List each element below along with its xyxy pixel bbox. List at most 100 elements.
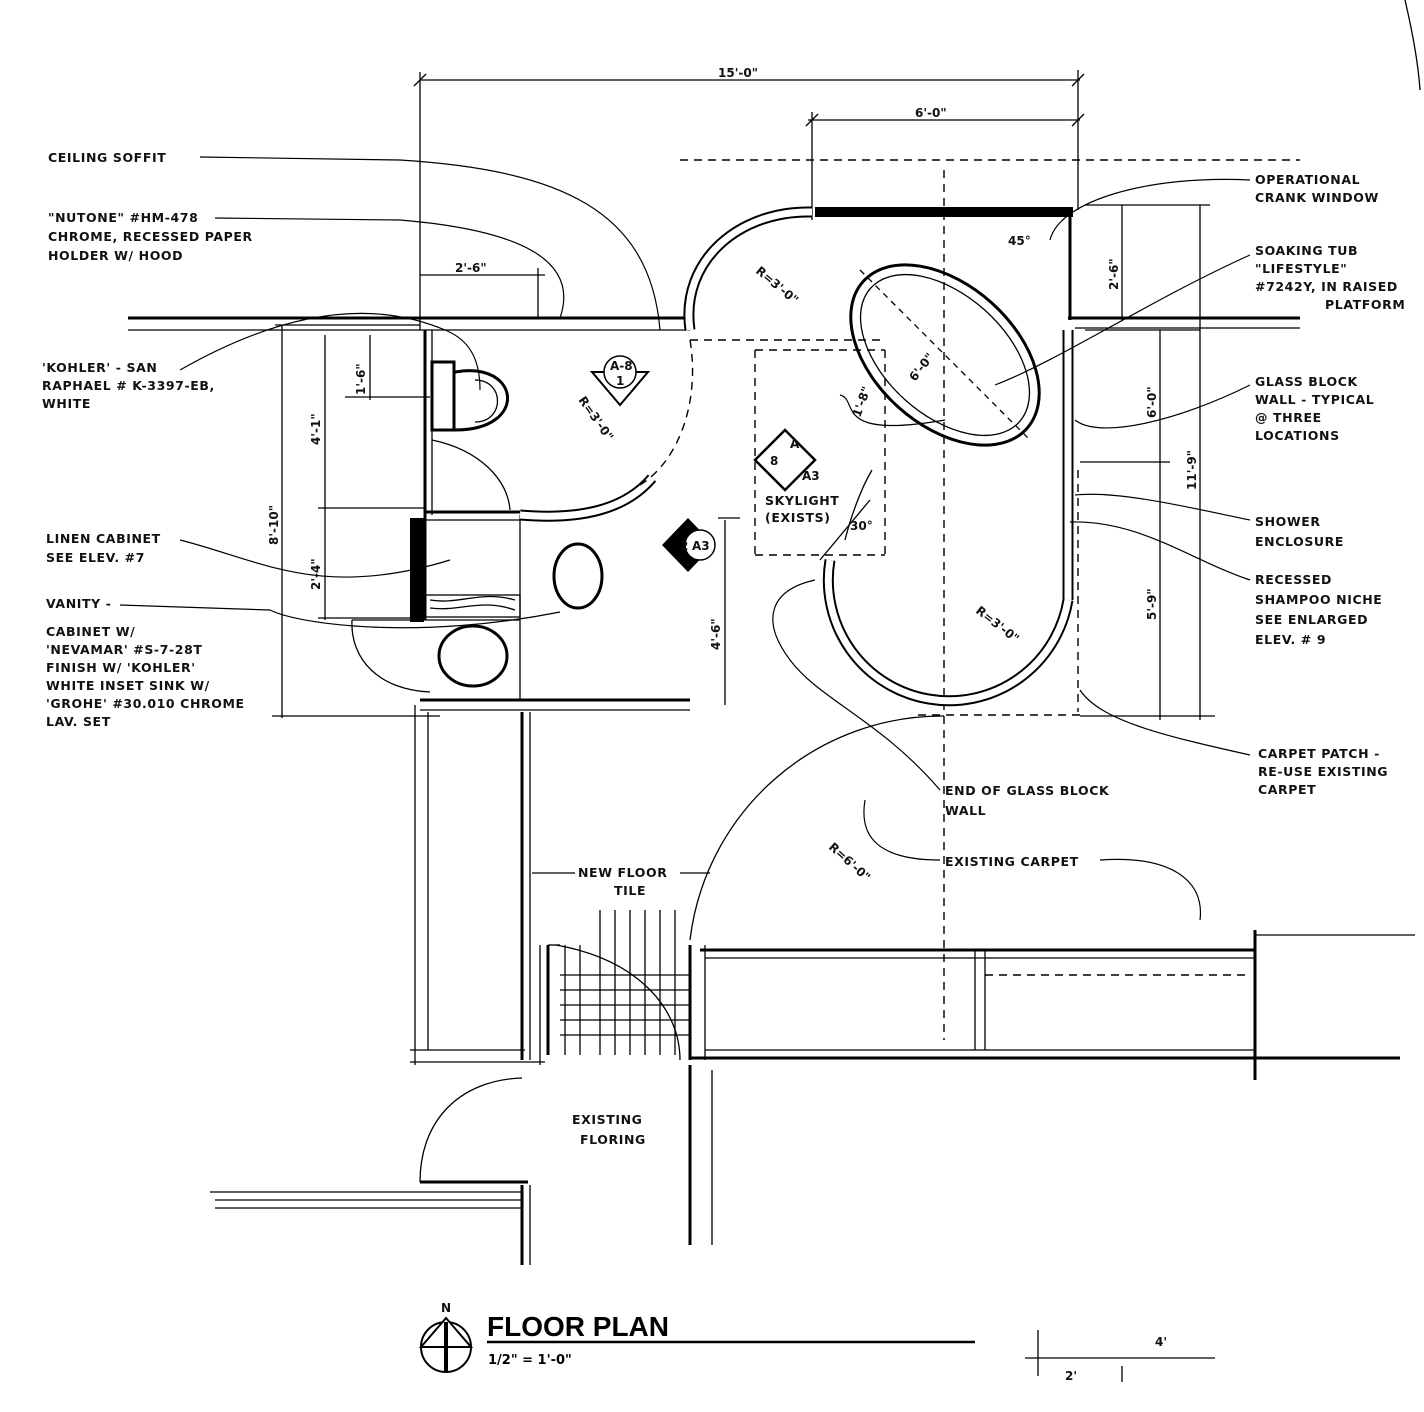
section-mark-2: 8 A A3 [753, 428, 820, 492]
dim-toilet-zone: 4'-1" [309, 413, 323, 445]
note-paper-holder: "NUTONE" #HM-478 CHROME, RECESSED PAPER … [48, 210, 253, 263]
vanity-sink [437, 624, 509, 688]
svg-text:SEE ELEV. #7: SEE ELEV. #7 [46, 550, 145, 565]
svg-text:"NUTONE" #HM-478: "NUTONE" #HM-478 [48, 210, 198, 225]
svg-text:(EXISTS): (EXISTS) [765, 510, 831, 525]
svg-text:ENCLOSURE: ENCLOSURE [1255, 534, 1344, 549]
arcs [419, 339, 945, 1183]
note-new-floor-tile: NEW FLOOR TILE [532, 865, 710, 898]
dim-linen-depth: 2'-4" [309, 558, 323, 590]
graphic-scale-label-right: 4' [1155, 1335, 1167, 1349]
svg-text:GLASS BLOCK: GLASS BLOCK [1255, 374, 1359, 389]
toilet [430, 360, 510, 432]
svg-text:CARPET PATCH -: CARPET PATCH - [1258, 746, 1380, 761]
svg-text:SHAMPOO NICHE: SHAMPOO NICHE [1255, 592, 1382, 607]
svg-text:WALL: WALL [945, 803, 986, 818]
svg-text:RAPHAEL # K-3397-EB,: RAPHAEL # K-3397-EB, [42, 378, 215, 393]
svg-text:WHITE INSET SINK W/: WHITE INSET SINK W/ [46, 678, 210, 693]
svg-text:ELEV. # 9: ELEV. # 9 [1255, 632, 1326, 647]
svg-text:CEILING SOFFIT: CEILING SOFFIT [48, 150, 166, 165]
svg-text:WALL - TYPICAL: WALL - TYPICAL [1255, 392, 1374, 407]
dim-tub-zone: 6'-0" [1145, 386, 1159, 418]
svg-text:SKYLIGHT: SKYLIGHT [765, 493, 839, 508]
note-existing-carpet: EXISTING CARPET [945, 854, 1079, 869]
note-existing-flooring: EXISTING FLORING [572, 1112, 646, 1147]
page-title: FLOOR PLAN [487, 1311, 669, 1342]
svg-text:'NEVAMAR' #S-7-28T: 'NEVAMAR' #S-7-28T [46, 642, 203, 657]
svg-text:EXISTING CARPET: EXISTING CARPET [945, 854, 1079, 869]
dim-window-height: 2'-6" [1107, 258, 1121, 290]
svg-text:'GROHE' #30.010 CHROME: 'GROHE' #30.010 CHROME [46, 696, 245, 711]
svg-text:VANITY -: VANITY - [46, 596, 112, 611]
leaders [119, 156, 1251, 921]
dim-total-depth: 11'-9" [1185, 450, 1199, 490]
svg-text:WHITE: WHITE [42, 396, 91, 411]
svg-text:SHOWER: SHOWER [1255, 514, 1321, 529]
section-mark-2-tag: A3 [802, 469, 820, 483]
note-shampoo-niche: RECESSED SHAMPOO NICHE SEE ENLARGED ELEV… [1255, 572, 1382, 647]
section-mark-3-right: A3 [692, 539, 710, 553]
dim-toilet-offset: 2'-6" [455, 261, 487, 275]
svg-text:LOCATIONS: LOCATIONS [1255, 428, 1340, 443]
walls [128, 159, 1415, 1265]
dim-tub-offset: 1'-8" [850, 385, 874, 419]
section-mark-3: 2 A3 [662, 518, 716, 572]
svg-text:RECESSED: RECESSED [1255, 572, 1332, 587]
dim-angle-shower: 30° [850, 519, 873, 533]
svg-text:HOLDER W/ HOOD: HOLDER W/ HOOD [48, 248, 183, 263]
soaking-tub [849, 263, 1041, 447]
dim-overall-width: 15'-0" [718, 66, 758, 80]
svg-text:CARPET: CARPET [1258, 782, 1316, 797]
note-soaking-tub: SOAKING TUB "LIFESTYLE" #7242Y, IN RAISE… [1255, 243, 1405, 312]
north-label: N [441, 1301, 451, 1315]
dim-tub-length: 6'-0" [906, 350, 936, 384]
svg-text:NEW FLOOR: NEW FLOOR [578, 865, 667, 880]
note-end-glass-block: END OF GLASS BLOCK WALL [945, 783, 1110, 818]
svg-text:@ THREE: @ THREE [1255, 410, 1322, 425]
section-mark-1: A-8 1 [589, 355, 651, 407]
pedestal-sink [552, 542, 604, 610]
note-glass-block: GLASS BLOCK WALL - TYPICAL @ THREE LOCAT… [1255, 374, 1374, 443]
svg-text:RE-USE EXISTING: RE-USE EXISTING [1258, 764, 1388, 779]
section-mark-2-left: 8 [770, 454, 778, 468]
glass-block-walls [519, 206, 1074, 707]
dim-radius-toilet-wall: R=3'-0" [576, 394, 617, 444]
svg-text:EXISTING: EXISTING [572, 1112, 643, 1127]
dimension-texts: 15'-0" 6'-0" 2'-6" 1'-6" 4'-1" 8'-10" 2'… [267, 66, 1199, 884]
svg-text:END OF GLASS BLOCK: END OF GLASS BLOCK [945, 783, 1110, 798]
graphic-scale: 4' 2' [1025, 1330, 1215, 1383]
dimension-lines [272, 70, 1215, 720]
svg-text:OPERATIONAL: OPERATIONAL [1255, 172, 1360, 187]
fixtures [351, 263, 1041, 693]
note-shower-enclosure: SHOWER ENCLOSURE [1255, 514, 1344, 549]
svg-text:FLORING: FLORING [580, 1132, 646, 1147]
note-linen-cabinet: LINEN CABINET SEE ELEV. #7 [46, 531, 161, 565]
note-toilet: 'KOHLER' - SAN RAPHAEL # K-3397-EB, WHIT… [42, 360, 215, 411]
svg-text:CABINET W/: CABINET W/ [46, 624, 135, 639]
note-crank-window: OPERATIONAL CRANK WINDOW [1255, 172, 1378, 205]
dim-vanity-depth: 4'-6" [709, 618, 723, 650]
svg-text:LAV. SET: LAV. SET [46, 714, 111, 729]
dim-radius-door: R=6'-0" [826, 840, 873, 884]
dim-radius-tub-wall: R=3'-0" [753, 264, 801, 307]
new-floor-tile-grid [560, 910, 690, 1055]
svg-text:CHROME, RECESSED PAPER: CHROME, RECESSED PAPER [48, 229, 253, 244]
svg-text:SEE ENLARGED: SEE ENLARGED [1255, 612, 1368, 627]
svg-text:'KOHLER' - SAN: 'KOHLER' - SAN [42, 360, 157, 375]
dim-bath-depth: 8'-10" [267, 505, 281, 545]
svg-text:LINEN CABINET: LINEN CABINET [46, 531, 161, 546]
north-arrow: N [418, 1301, 474, 1373]
dim-angle-window: 45° [1008, 234, 1031, 248]
scale-note: 1/2" = 1'-0" [488, 1353, 572, 1368]
svg-text:TILE: TILE [614, 883, 646, 898]
graphic-scale-label-left: 2' [1065, 1369, 1077, 1383]
note-ceiling-soffit: CEILING SOFFIT [48, 150, 166, 165]
note-carpet-patch: CARPET PATCH - RE-USE EXISTING CARPET [1258, 746, 1388, 797]
note-vanity: VANITY - CABINET W/ 'NEVAMAR' #S-7-28T F… [46, 596, 245, 729]
svg-text:#7242Y, IN RAISED: #7242Y, IN RAISED [1255, 279, 1398, 294]
section-mark-1-top: A-8 [610, 359, 633, 373]
note-skylight: SKYLIGHT (EXISTS) [765, 493, 839, 525]
section-mark-3-left: 2 [680, 539, 688, 553]
dim-toilet-center: 1'-6" [354, 363, 368, 395]
